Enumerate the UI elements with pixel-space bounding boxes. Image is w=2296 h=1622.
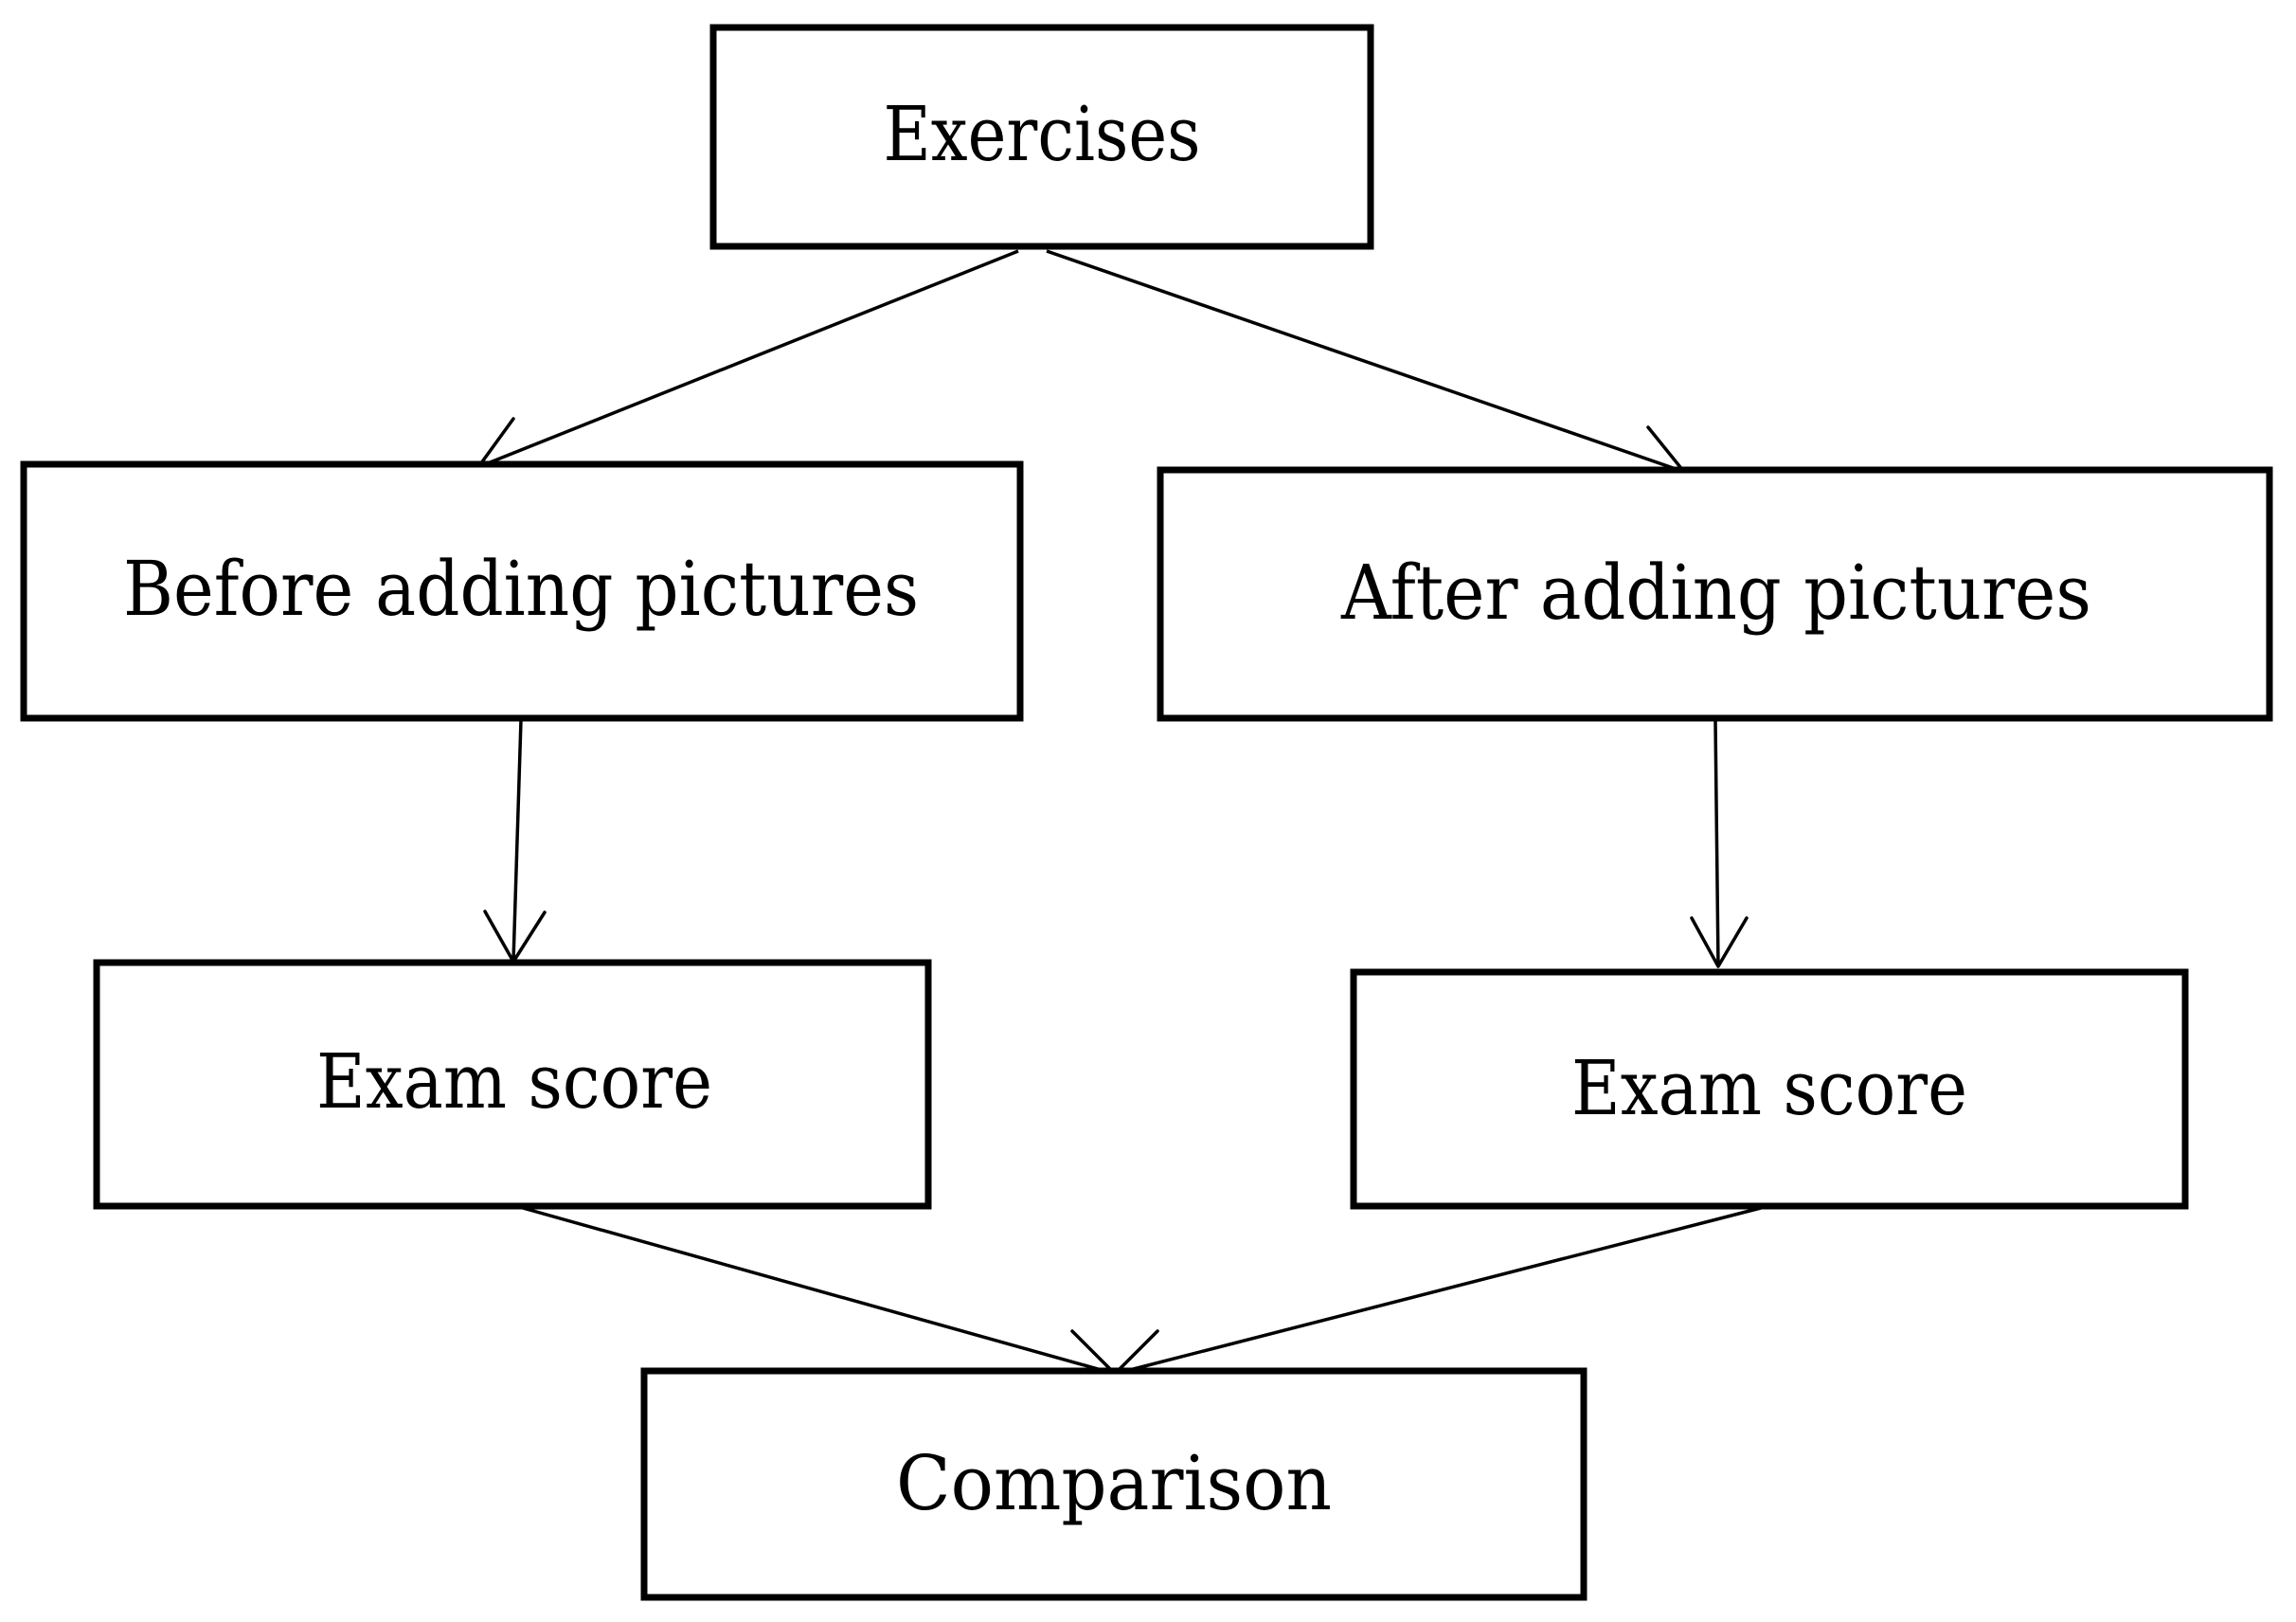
box-after-label: After adding pictures <box>1340 549 2091 637</box>
box-exam-score-right: Exam score <box>1350 968 2189 1210</box>
box-after-adding-pictures: After adding pictures <box>1157 466 2273 722</box>
box-exam-left-label: Exam score <box>316 1037 712 1126</box>
box-comparison: Comparison <box>640 1367 1587 1601</box>
edge-exam-left-to-comparison <box>522 1206 1116 1376</box>
box-before-label: Before adding pictures <box>123 545 919 633</box>
box-before-adding-pictures: Before adding pictures <box>20 460 1024 722</box>
box-before-frame <box>20 460 1024 722</box>
box-exercises: Exercises <box>709 24 1374 250</box>
edge-after-to-exam-right <box>1713 719 1720 967</box>
edge-exercises-to-after <box>1046 249 1685 474</box>
connectors <box>476 249 1762 1387</box>
box-exam-score-left: Exam score <box>93 959 932 1210</box>
edge-exercises-to-before <box>477 249 1019 469</box>
box-after-frame <box>1157 466 2273 722</box>
box-exam-right-label: Exam score <box>1571 1044 1967 1132</box>
box-comparison-frame <box>640 1367 1587 1601</box>
edge-before-to-exam-left <box>511 719 523 963</box>
edge-exam-right-to-comparison <box>1114 1206 1762 1376</box>
box-exam-left-frame <box>93 959 932 1210</box>
box-comparison-label: Comparison <box>896 1439 1332 1527</box>
box-exam-right-frame <box>1350 968 2189 1210</box>
arrowhead-exam-right <box>1690 916 1749 968</box>
box-exercises-frame <box>709 24 1374 250</box>
box-exercises-label: Exercises <box>884 90 1201 178</box>
